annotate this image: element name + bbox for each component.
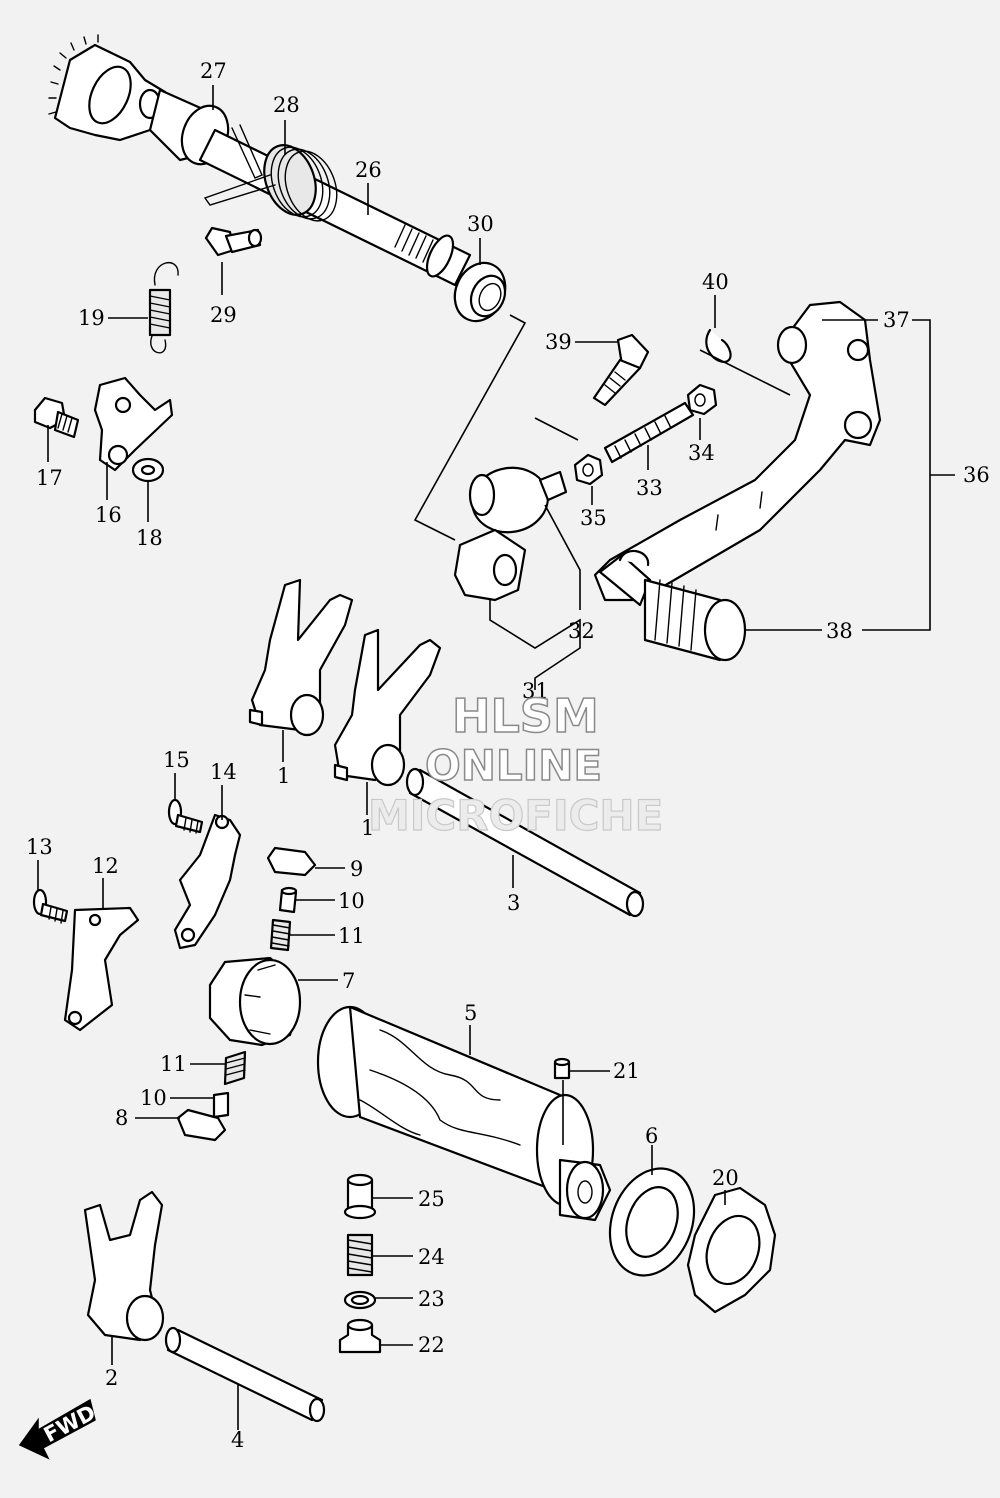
callout-25: 25 [418,1187,445,1211]
part-32-rod-end[interactable] [467,462,568,538]
callout-1a: 1 [277,764,290,788]
callout-10b: 10 [140,1086,167,1110]
fwd-label: FWD [40,1400,100,1447]
callout-32: 32 [568,619,595,643]
part-15-screw[interactable] [167,798,204,834]
part-16-stopper-arm[interactable] [93,376,174,472]
callout-38: 38 [826,619,853,643]
callout-24: 24 [418,1245,445,1269]
callout-33: 33 [636,476,663,500]
part-24-spring[interactable] [346,1233,374,1277]
callout-labels: 27 28 26 30 19 29 17 16 18 40 39 37 34 3… [26,59,990,1452]
part-1-shift-fork-a[interactable] [248,578,354,737]
callout-19: 19 [78,306,105,330]
part-7-cam-driven-gear[interactable] [208,956,302,1047]
callout-10a: 10 [338,889,365,913]
callout-26: 26 [355,158,382,182]
callout-1b: 1 [361,816,374,840]
callout-30: 30 [467,212,494,236]
part-9-pawl[interactable] [266,846,317,877]
callout-23: 23 [418,1287,445,1311]
callout-20: 20 [712,1166,739,1190]
part-10-pin-upper[interactable] [278,886,298,914]
watermark: HLSM ONLINE MICROFICHE [367,688,663,840]
callout-11a: 11 [338,924,365,948]
callout-9: 9 [350,857,363,881]
part-4-fork-shaft[interactable] [164,1326,326,1423]
callout-8: 8 [115,1106,128,1130]
callout-17: 17 [36,466,63,490]
part-10-pin-lower[interactable] [212,1091,230,1119]
callout-2: 2 [105,1366,118,1390]
callout-40: 40 [702,270,729,294]
part-33-link-rod[interactable] [603,401,695,464]
fwd-arrow-icon: FWD [18,1398,100,1460]
leader-lines [37,85,955,1430]
callout-22: 22 [418,1333,445,1357]
callout-39: 39 [545,330,572,354]
watermark-line-2: ONLINE [425,741,602,790]
part-19-spring[interactable] [148,262,179,354]
part-36-gearshift-lever-assembly[interactable] [593,300,882,607]
part-35-nut[interactable] [573,453,604,486]
callout-37: 37 [883,308,910,332]
callout-6: 6 [645,1124,658,1148]
callout-15: 15 [163,748,190,772]
callout-34: 34 [688,441,715,465]
callout-13: 13 [26,835,53,859]
callout-12: 12 [92,854,119,878]
part-29-stopper-bolt[interactable] [204,226,263,257]
part-40-circlip[interactable] [705,328,732,364]
callout-36: 36 [963,463,990,487]
part-21-pin[interactable] [553,1057,571,1080]
watermark-line-1: HLSM [452,689,599,743]
part-11-spring-upper[interactable] [269,918,292,952]
callout-11b: 11 [160,1052,187,1076]
part-2-shift-fork[interactable] [83,1190,165,1342]
callout-16: 16 [95,503,122,527]
callout-28: 28 [273,93,300,117]
callout-29: 29 [210,303,237,327]
callout-7: 7 [342,969,355,993]
part-30-oil-seal[interactable] [446,255,515,330]
part-31-shift-arm[interactable] [453,528,527,602]
part-12-plate[interactable] [63,906,140,1032]
part-5-gearshift-cam[interactable] [316,1005,612,1222]
part-22-plug-bolt[interactable] [338,1318,382,1354]
part-28-return-spring[interactable] [203,124,346,228]
part-3-fork-shaft[interactable] [405,767,645,918]
callout-21: 21 [613,1059,640,1083]
callout-5: 5 [464,1001,477,1025]
callout-4: 4 [231,1428,244,1452]
part-20-cam-stopper-ring[interactable] [686,1186,777,1314]
callout-18: 18 [136,526,163,550]
watermark-line-3: MICROFICHE [368,791,663,840]
part-1-shift-fork-b[interactable] [333,628,442,787]
callout-14: 14 [210,760,237,784]
part-11-spring-lower[interactable] [223,1050,247,1086]
part-6-washer[interactable] [596,1157,709,1288]
part-27-shift-shaft-sector[interactable] [48,34,236,171]
part-25-plunger[interactable] [343,1173,377,1220]
part-39-bolt[interactable] [592,333,650,407]
part-38-pedal-rubber[interactable] [643,578,747,662]
part-13-screw[interactable] [32,888,69,924]
callout-35: 35 [580,506,607,530]
part-17-bolt[interactable] [33,396,80,439]
part-14-plate[interactable] [173,813,242,950]
part-8-pawl[interactable] [176,1108,227,1142]
callout-3: 3 [507,891,520,915]
part-34-nut[interactable] [686,383,718,416]
callout-31: 31 [522,679,549,703]
callout-27: 27 [200,59,227,83]
part-23-gasket[interactable] [343,1290,377,1310]
part-18-washer[interactable] [131,457,165,483]
